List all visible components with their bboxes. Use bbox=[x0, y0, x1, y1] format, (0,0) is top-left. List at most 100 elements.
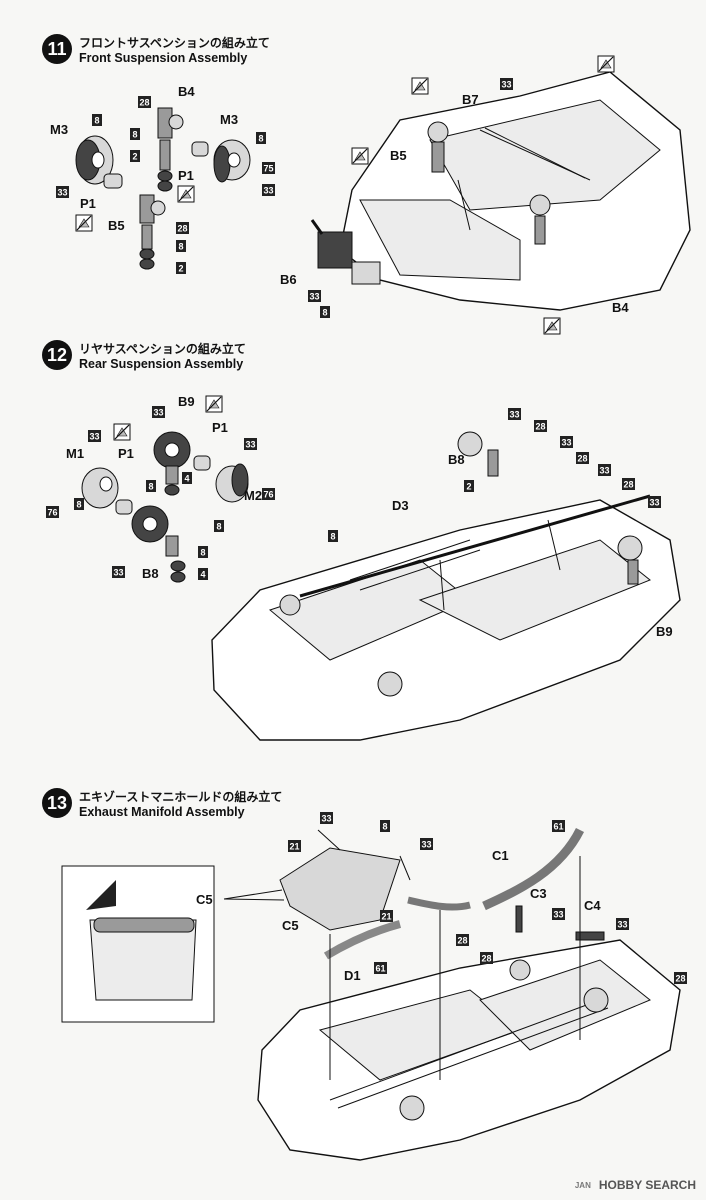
part-number-s13-n28a: 28 bbox=[457, 936, 467, 946]
part-label-s12-p1b: P1 bbox=[118, 446, 134, 461]
step-11-car bbox=[310, 55, 691, 335]
part-number-box bbox=[130, 150, 140, 162]
part-number-box bbox=[152, 406, 165, 418]
part-number-box bbox=[480, 952, 493, 964]
part-number-box bbox=[288, 840, 301, 852]
part-number-box bbox=[456, 934, 469, 946]
step-13-header: 13 エキゾーストマニホールドの組み立て Exhaust Manifold As… bbox=[42, 788, 282, 819]
step-13-car bbox=[257, 939, 681, 1161]
part-number-s13-n33d: 33 bbox=[617, 920, 627, 930]
part-number-box bbox=[138, 96, 151, 108]
part-number-box bbox=[176, 262, 186, 274]
part-number-s12-n2: 2 bbox=[466, 482, 471, 492]
part-number-box bbox=[244, 438, 257, 450]
part-label-s12-m1: M1 bbox=[66, 446, 84, 461]
part-number-box bbox=[622, 478, 635, 490]
part-label-s12-m2: M2 bbox=[244, 488, 262, 503]
part-number-box bbox=[92, 114, 102, 126]
part-label-s12-b9b: B9 bbox=[656, 624, 673, 639]
part-number-s12-n33d: 33 bbox=[113, 568, 123, 578]
part-number-s13-n61a: 61 bbox=[553, 822, 563, 832]
flag-tag: JAN bbox=[574, 1180, 591, 1190]
part-number-s11-n8d: 8 bbox=[178, 242, 183, 252]
step-12-car bbox=[211, 431, 681, 741]
part-label-s11-p1b: P1 bbox=[178, 168, 194, 183]
part-number-s12-n8e: 8 bbox=[330, 532, 335, 542]
part-label-s12-d3: D3 bbox=[392, 498, 409, 513]
part-label-s11-m3b: M3 bbox=[220, 112, 238, 127]
part-number-box bbox=[56, 186, 69, 198]
part-number-s13-n33c: 33 bbox=[553, 910, 563, 920]
part-number-s11-n33a: 33 bbox=[263, 186, 273, 196]
part-number-box bbox=[198, 568, 208, 580]
part-number-box bbox=[112, 566, 125, 578]
step-13-number: 13 bbox=[42, 788, 72, 818]
part-number-box bbox=[262, 488, 275, 500]
step-11-parts bbox=[75, 107, 251, 270]
step-13-parts bbox=[61, 827, 605, 1023]
part-number-s12-n8d: 8 bbox=[200, 548, 205, 558]
part-number-box bbox=[198, 546, 208, 558]
part-number-s11-n8e: 8 bbox=[322, 308, 327, 318]
part-number-s13-n28b: 28 bbox=[481, 954, 491, 964]
part-number-s13-n33b: 33 bbox=[421, 840, 431, 850]
step-12-title-en: Rear Suspension Assembly bbox=[79, 357, 244, 371]
part-number-box bbox=[674, 972, 687, 984]
step-11-header: 11 フロントサスペンションの組み立て Front Suspension Ass… bbox=[42, 34, 270, 65]
part-number-box bbox=[46, 506, 59, 518]
part-label-s12-b9a: B9 bbox=[178, 394, 195, 409]
part-label-s13-c3: C3 bbox=[530, 886, 547, 901]
step-13-title-en: Exhaust Manifold Assembly bbox=[79, 805, 245, 819]
step-12-parts bbox=[81, 395, 249, 583]
step-12-number: 12 bbox=[42, 340, 72, 370]
part-number-box bbox=[552, 820, 565, 832]
part-number-s13-n61b: 61 bbox=[375, 964, 385, 974]
part-number-s12-n33c: 33 bbox=[89, 432, 99, 442]
part-number-s11-n2b: 2 bbox=[178, 264, 183, 274]
part-number-box bbox=[262, 162, 275, 174]
part-number-s12-n33a: 33 bbox=[153, 408, 163, 418]
part-label-s13-c5a: C5 bbox=[196, 892, 213, 907]
part-number-box bbox=[508, 408, 521, 420]
part-number-box bbox=[214, 520, 224, 532]
part-label-s11-b7: B7 bbox=[462, 92, 479, 107]
part-number-s13-n28c: 28 bbox=[675, 974, 685, 984]
part-labels: B4M3M3P1P1B5B7B5B6B428882875333328823333… bbox=[46, 78, 687, 984]
part-number-box bbox=[74, 498, 84, 510]
part-number-box bbox=[464, 480, 474, 492]
part-number-box bbox=[374, 962, 387, 974]
step-12-header: 12 リヤサスペンションの組み立て Rear Suspension Assemb… bbox=[42, 340, 246, 371]
part-label-s13-c4: C4 bbox=[584, 898, 601, 913]
part-number-s12-n33h: 33 bbox=[649, 498, 659, 508]
part-number-s12-n76a: 76 bbox=[47, 508, 57, 518]
part-number-s11-n8c: 8 bbox=[258, 134, 263, 144]
step-12-title-jp: リヤサスペンションの組み立て bbox=[79, 342, 246, 356]
part-number-box bbox=[308, 290, 321, 302]
part-number-s11-n33d: 33 bbox=[309, 292, 319, 302]
part-label-s11-b6: B6 bbox=[280, 272, 297, 287]
part-number-s12-n28b: 28 bbox=[577, 454, 587, 464]
part-number-s11-n33b: 33 bbox=[57, 188, 67, 198]
part-label-s11-b4a: B4 bbox=[178, 84, 195, 99]
part-number-s11-n28a: 28 bbox=[139, 98, 149, 108]
part-number-s11-n28b: 28 bbox=[177, 224, 187, 234]
part-number-box bbox=[552, 908, 565, 920]
part-number-s12-n33b: 33 bbox=[245, 440, 255, 450]
part-number-s13-n33a: 33 bbox=[321, 814, 331, 824]
part-label-s11-b5b: B5 bbox=[390, 148, 407, 163]
part-number-s12-n28a: 28 bbox=[535, 422, 545, 432]
part-number-s12-n76b: 76 bbox=[263, 490, 273, 500]
part-number-s13-n21a: 21 bbox=[289, 842, 299, 852]
watermark: JAN HOBBY SEARCH bbox=[575, 1178, 696, 1192]
part-number-s12-n4a: 4 bbox=[184, 474, 189, 484]
part-number-box bbox=[256, 132, 266, 144]
part-number-box bbox=[262, 184, 275, 196]
part-number-box bbox=[320, 306, 330, 318]
part-number-box bbox=[320, 812, 333, 824]
part-number-box bbox=[534, 420, 547, 432]
part-label-s11-b5a: B5 bbox=[108, 218, 125, 233]
part-number-s11-n33c: 33 bbox=[501, 80, 511, 90]
part-number-s12-n8b: 8 bbox=[76, 500, 81, 510]
part-number-box bbox=[88, 430, 101, 442]
part-number-box bbox=[560, 436, 573, 448]
